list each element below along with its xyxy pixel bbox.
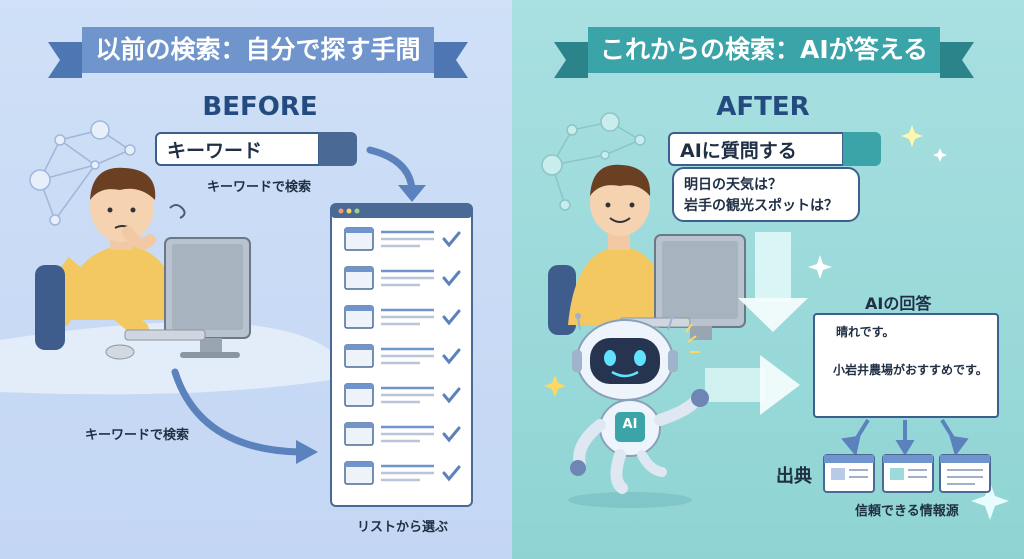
monitor-right-illustration bbox=[619, 234, 746, 340]
check-icon bbox=[442, 465, 461, 482]
network-icon-right bbox=[541, 112, 646, 211]
answer-2: 小岩井農場がおすすめです。 bbox=[833, 363, 988, 377]
sources-caption: 信頼できる情報源 bbox=[855, 504, 959, 519]
check-icon bbox=[442, 270, 461, 287]
person-smiling-illustration bbox=[548, 164, 672, 335]
sources-label: 出典 bbox=[776, 466, 812, 487]
network-icon bbox=[29, 120, 136, 226]
question-1: 明日の天気は？ bbox=[684, 177, 782, 193]
answer-1: 晴れです。 bbox=[836, 325, 895, 339]
result-rows bbox=[344, 227, 461, 485]
after-heading: AFTER bbox=[716, 92, 810, 122]
check-icon bbox=[442, 348, 461, 365]
ai-robot-illustration bbox=[568, 313, 709, 508]
check-icon bbox=[442, 231, 461, 248]
before-heading: BEFORE bbox=[202, 92, 318, 122]
check-icon bbox=[442, 309, 461, 326]
question-bubble: 明日の天気は？ 岩手の観光スポットは？ bbox=[672, 167, 860, 222]
caption-keyword: キーワードで検索 bbox=[85, 428, 190, 443]
check-icon bbox=[442, 387, 461, 404]
before-banner: 以前の検索：自分で探す手間 bbox=[82, 27, 434, 73]
person-thinking-illustration bbox=[50, 167, 186, 339]
caption-search: キーワードで検索 bbox=[207, 180, 312, 195]
keyword-search-input[interactable]: キーワード bbox=[155, 132, 320, 166]
after-banner: これからの検索：AIが答える bbox=[588, 27, 940, 73]
search-button[interactable] bbox=[319, 132, 357, 166]
check-icon bbox=[442, 426, 461, 443]
ask-button[interactable] bbox=[843, 132, 881, 166]
ai-answer-box bbox=[813, 313, 999, 418]
monitor-left-illustration bbox=[105, 237, 251, 360]
ai-question-input[interactable]: AIに質問する bbox=[668, 132, 844, 166]
robot-ai-badge: AI bbox=[622, 417, 638, 432]
question-2: 岩手の観光スポットは？ bbox=[684, 198, 838, 214]
source-documents bbox=[823, 454, 991, 493]
caption-list: リストから選ぶ bbox=[357, 520, 449, 535]
answer-title: AIの回答 bbox=[865, 294, 932, 313]
